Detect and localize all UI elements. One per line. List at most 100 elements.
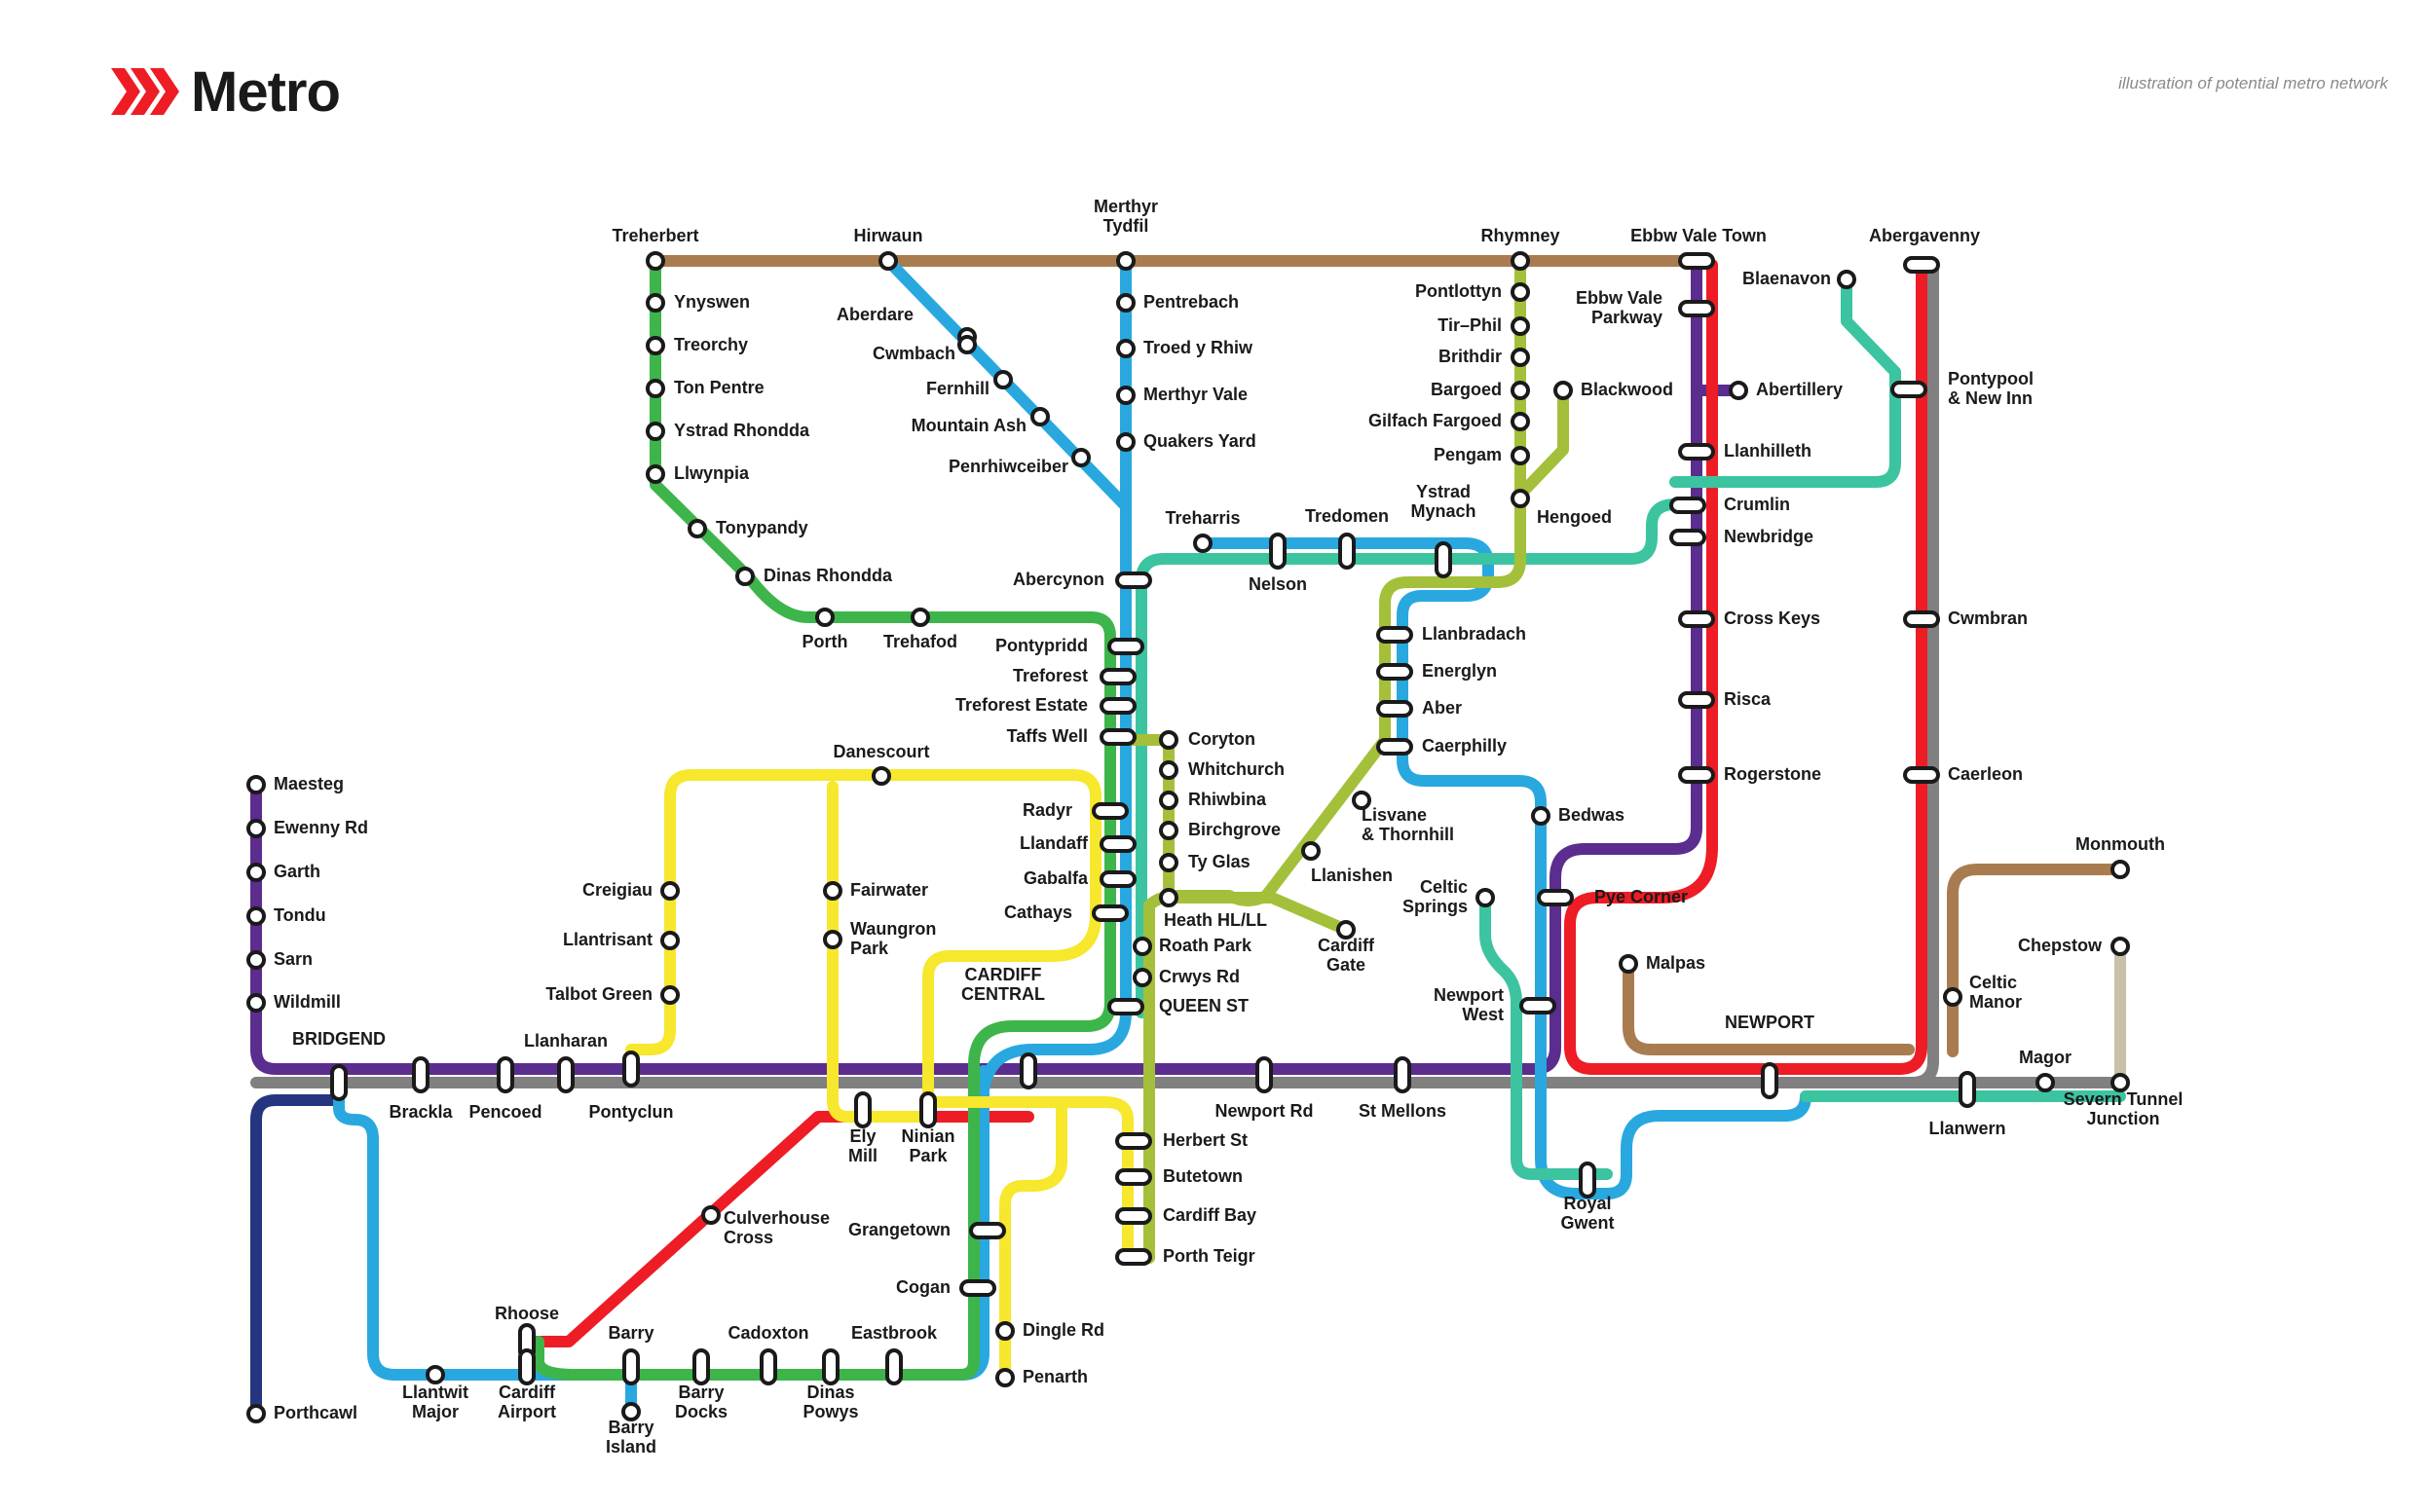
station-dinas-rhondda[interactable] [735,567,755,586]
station-treforest-estate[interactable] [1100,697,1137,715]
station-rhymney[interactable] [1511,251,1530,271]
station-talbot-green[interactable] [660,985,680,1005]
station-blaenavon[interactable] [1837,270,1856,289]
station-pontypridd[interactable] [1107,638,1144,655]
station-llantwit-major[interactable] [426,1365,445,1384]
station-heath[interactable] [1159,888,1178,907]
station-newport[interactable] [1761,1062,1778,1099]
station-ebbw-vale-parkway[interactable] [1678,300,1715,317]
station-treharris[interactable] [1193,534,1213,553]
station-maesteg[interactable] [246,775,266,794]
station-monmouth[interactable] [2110,860,2130,879]
station-culverhouse-cross[interactable] [701,1205,721,1225]
station-cogan[interactable] [959,1279,996,1297]
station-llanbradach[interactable] [1376,626,1413,644]
station-cadoxton[interactable] [760,1348,777,1385]
station-creigiau[interactable] [660,881,680,901]
station-merthyr-vale[interactable] [1116,386,1136,405]
station-waungron-park[interactable] [823,930,842,949]
station-ely-mill[interactable] [854,1091,872,1128]
station-dingle-rd[interactable] [995,1321,1015,1341]
station-pontlottyn[interactable] [1511,282,1530,302]
station-porthcawl[interactable] [246,1404,266,1423]
station-bedwas[interactable] [1531,806,1550,826]
station-rogerstone[interactable] [1678,766,1715,784]
station-ystrad-mynach[interactable] [1435,541,1452,578]
station-cardiff-airport[interactable] [518,1348,536,1385]
station-llantrisant[interactable] [660,931,680,950]
station-wildmill[interactable] [246,993,266,1013]
station-gabalfa[interactable] [1100,870,1137,888]
station-grangetown[interactable] [969,1222,1006,1239]
station-bargoed[interactable] [1511,381,1530,400]
station-llanharan[interactable] [557,1056,575,1093]
station-ynyswen[interactable] [646,293,665,313]
station-taffs-well[interactable] [1100,728,1137,746]
station-cwmbran[interactable] [1903,610,1940,628]
station-celtic-manor[interactable] [1943,987,1962,1007]
station-butetown[interactable] [1115,1168,1152,1186]
station-st-mellons[interactable] [1394,1056,1411,1093]
station-ewenny-rd[interactable] [246,819,266,838]
station-energlyn[interactable] [1376,663,1413,681]
station-chepstow[interactable] [2110,937,2130,956]
station-mountain-ash[interactable] [1030,407,1050,426]
station-porth[interactable] [815,608,835,627]
station-trehafod[interactable] [911,608,930,627]
station-llanishen[interactable] [1301,841,1321,861]
station-caerleon[interactable] [1903,766,1940,784]
station-abertillery[interactable] [1729,381,1748,400]
station-cardiff-bay[interactable] [1115,1207,1152,1225]
station-royal-gwent[interactable] [1579,1162,1596,1199]
station-blackwood[interactable] [1553,381,1573,400]
station-birchgrove[interactable] [1159,821,1178,840]
station-brithdir[interactable] [1511,348,1530,367]
station-llandaff[interactable] [1100,835,1137,853]
station-treorchy[interactable] [646,336,665,355]
station-roath-park[interactable] [1133,937,1152,956]
station-rhiwbina[interactable] [1159,791,1178,810]
station-newport-west[interactable] [1519,997,1556,1014]
station-cathays[interactable] [1092,904,1129,922]
station-ton-pentre[interactable] [646,379,665,398]
station-malpas[interactable] [1619,954,1638,974]
station-tir-phil[interactable] [1511,316,1530,336]
station-bridgend[interactable] [330,1064,348,1101]
station-ty-glas[interactable] [1159,853,1178,872]
station-tondu[interactable] [246,906,266,926]
station-porth-teigr[interactable] [1115,1248,1152,1266]
station-eastbrook[interactable] [885,1348,903,1385]
station-cwmbach[interactable] [957,335,977,354]
station-herbert-st[interactable] [1115,1132,1152,1150]
station-crwys-rd[interactable] [1133,968,1152,987]
station-pentrebach[interactable] [1116,293,1136,313]
station-lisvane[interactable] [1352,791,1371,810]
station-abergavenny[interactable] [1903,256,1940,274]
station-radyr[interactable] [1092,802,1129,820]
station-tonypandy[interactable] [688,519,707,538]
station-severn-tunnel[interactable] [2110,1073,2130,1092]
station-pye-corner[interactable] [1537,889,1574,906]
station-brackla[interactable] [412,1056,429,1093]
station-newbridge[interactable] [1669,529,1706,546]
station-nelson[interactable] [1269,533,1287,570]
station-crumlin[interactable] [1669,497,1706,514]
station-quakers-yard[interactable] [1116,432,1136,452]
station-llanwern[interactable] [1959,1071,1976,1108]
station-newport-rd[interactable] [1255,1056,1273,1093]
station-llwynpia[interactable] [646,464,665,484]
station-merthyr-tydfil[interactable] [1116,251,1136,271]
station-abercynon[interactable] [1115,572,1152,589]
station-barry-docks[interactable] [692,1348,710,1385]
station-ystrad-rhondda[interactable] [646,422,665,441]
station-cross-keys[interactable] [1678,610,1715,628]
station-llanhilleth[interactable] [1678,443,1715,461]
station-pontyclun[interactable] [622,1051,640,1088]
station-penarth[interactable] [995,1368,1015,1387]
station-troed-y-rhiw[interactable] [1116,339,1136,358]
station-garth[interactable] [246,863,266,882]
station-celtic-springs[interactable] [1475,888,1495,907]
station-penrhiwceiber[interactable] [1071,448,1091,467]
station-treherbert[interactable] [646,251,665,271]
